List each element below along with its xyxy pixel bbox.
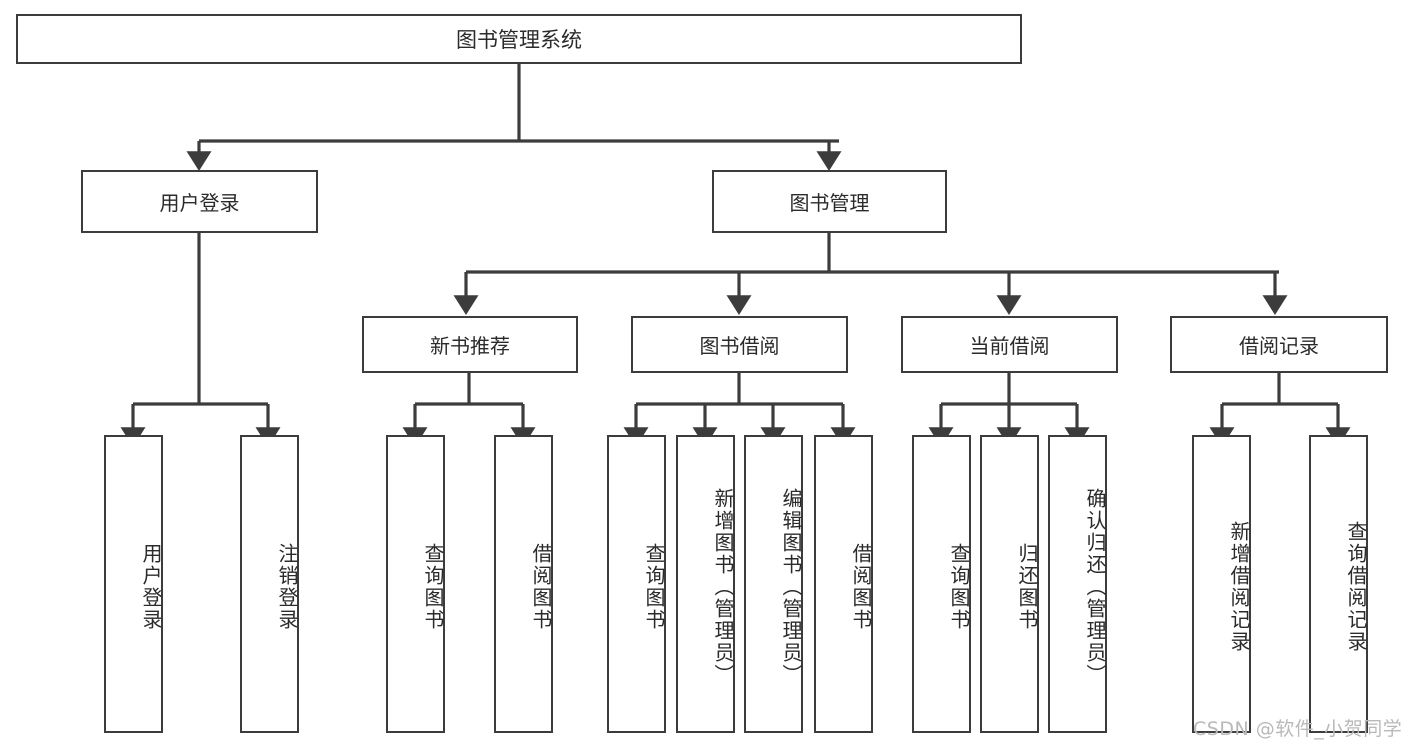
leaf-new-book-recommend-0[interactable]: 查询图书: [386, 435, 445, 733]
leaf-current-borrow-1[interactable]: 归还图书: [980, 435, 1039, 733]
node-borrow-record-label: 借阅记录: [1239, 334, 1319, 358]
leaf-label: 借阅图书: [529, 543, 553, 631]
node-new-book-recommend[interactable]: 新书推荐: [362, 316, 578, 373]
node-root[interactable]: 图书管理系统: [16, 14, 1022, 64]
node-book-borrow[interactable]: 图书借阅: [631, 316, 848, 373]
leaf-user-login-1[interactable]: 注销登录: [240, 435, 299, 733]
leaf-label: 查询借阅记录: [1344, 521, 1368, 653]
leaf-label: 用户登录: [139, 543, 163, 631]
leaf-label: 借阅图书: [849, 543, 873, 631]
leaf-book-borrow-2[interactable]: 编辑图书（管理员）: [744, 435, 803, 733]
leaf-book-borrow-0[interactable]: 查询图书: [607, 435, 666, 733]
node-book-borrow-label: 图书借阅: [699, 334, 780, 358]
node-current-borrow[interactable]: 当前借阅: [901, 316, 1118, 373]
node-borrow-record[interactable]: 借阅记录: [1170, 316, 1388, 373]
leaf-book-borrow-1[interactable]: 新增图书（管理员）: [676, 435, 735, 733]
leaf-label: 新增图书（管理员）: [711, 488, 735, 686]
node-book-manage[interactable]: 图书管理: [712, 170, 947, 233]
leaf-label: 注销登录: [275, 543, 299, 631]
node-current-borrow-label: 当前借阅: [969, 334, 1050, 358]
leaf-label: 查询图书: [947, 543, 971, 631]
node-user-login-label: 用户登录: [159, 191, 240, 215]
leaf-borrow-record-0[interactable]: 新增借阅记录: [1192, 435, 1251, 733]
leaf-label: 新增借阅记录: [1227, 521, 1251, 653]
leaf-label: 归还图书: [1015, 543, 1039, 631]
csdn-watermark: CSDN @软件_小贺同学: [1193, 718, 1403, 740]
leaf-label: 查询图书: [421, 543, 445, 631]
node-user-login[interactable]: 用户登录: [81, 170, 318, 233]
leaf-new-book-recommend-1[interactable]: 借阅图书: [494, 435, 553, 733]
leaf-label: 查询图书: [642, 543, 666, 631]
leaf-borrow-record-1[interactable]: 查询借阅记录: [1309, 435, 1368, 733]
leaf-label: 编辑图书（管理员）: [779, 488, 803, 686]
node-root-label: 图书管理系统: [456, 28, 582, 52]
leaf-current-borrow-2[interactable]: 确认归还（管理员）: [1048, 435, 1107, 733]
node-book-manage-label: 图书管理: [789, 191, 870, 215]
leaf-user-login-0[interactable]: 用户登录: [104, 435, 163, 733]
leaf-current-borrow-0[interactable]: 查询图书: [912, 435, 971, 733]
node-new-book-recommend-label: 新书推荐: [430, 334, 510, 358]
leaf-label: 确认归还（管理员）: [1083, 488, 1107, 686]
leaf-book-borrow-3[interactable]: 借阅图书: [814, 435, 873, 733]
